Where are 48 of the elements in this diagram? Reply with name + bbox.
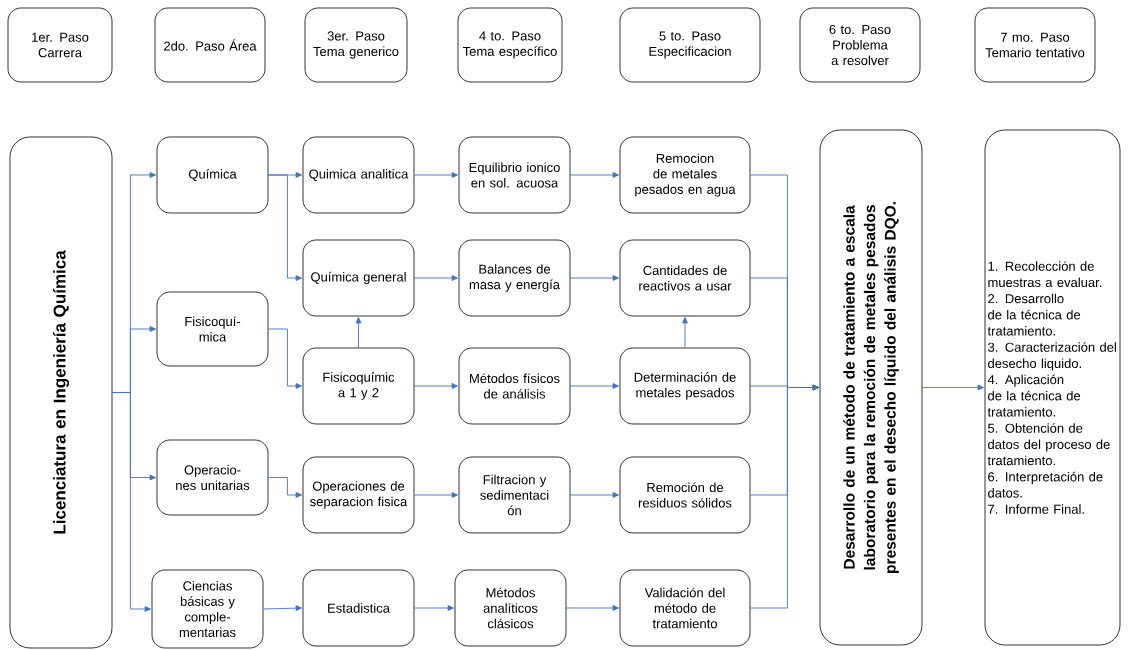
- topic-box: Química general: [302, 239, 415, 317]
- arrow: [682, 317, 688, 349]
- arrow: [569, 172, 619, 178]
- vertical-box: Licenciatura en Ingeniería Química: [9, 136, 113, 649]
- arrow: [921, 384, 984, 391]
- topic-box: Operacio- nes unitarias: [156, 439, 269, 516]
- topic-box: Remocion de metales pesados en agua: [619, 136, 751, 214]
- topic-box: Ciencias básicas y comple- mentarias: [151, 569, 264, 649]
- arrow: [267, 328, 302, 389]
- topic-box: Cantidades de reactivos a usar: [619, 239, 751, 317]
- arrow: [569, 492, 619, 498]
- arrow: [413, 605, 454, 611]
- step-header-box: 6 to. Paso Problema a resolver: [799, 7, 921, 83]
- topic-box: Determinación de metales pesados: [619, 347, 751, 425]
- step-header-box: 5 to. Paso Especificacion: [619, 7, 761, 83]
- topic-box: Remoción de residuos sólidos: [619, 456, 751, 534]
- step-header-box: 4 to. Paso Tema específico: [457, 7, 563, 83]
- topic-box: Filtracion y sedimentaci ón: [458, 456, 571, 534]
- arrow: [262, 605, 302, 612]
- arrow: [749, 384, 819, 609]
- problem-box: Desarrollo de un método de tratamiento a escala laboratorio para la remoción de metales pesados presentes en el desecho líquido del análisis DQO.: [819, 129, 923, 646]
- arrow: [267, 477, 302, 498]
- list-box: 1. Recolección de muestras a evaluar. 2. Desarrollo de la técnica de tratamiento. 3. Caracterización del desecho liquido. 4. Aplicación de la técnica de tratamiento. 5. Obtención de datos del proceso de tratamiento. 6. Interpretación de datos. 7. Informe Final.: [984, 129, 1121, 646]
- topic-box: Química: [156, 136, 269, 214]
- topic-box: Fisicoquí- mica: [156, 291, 269, 367]
- step-header-box: 3er. Paso Tema generico: [304, 7, 408, 83]
- topic-box: Fisicoquímic a 1 y 2: [302, 347, 415, 425]
- arrow: [413, 275, 458, 281]
- topic-box: Operaciones de separacion fisica: [302, 456, 415, 534]
- arrow: [569, 383, 619, 389]
- arrow: [413, 492, 458, 498]
- arrow: [569, 275, 619, 281]
- topic-box: Métodos analíticos clásicos: [454, 569, 567, 647]
- arrow: [413, 383, 458, 389]
- arrow: [111, 392, 151, 612]
- step-header-box: 2do. Paso Área: [154, 7, 266, 83]
- topic-box: Estadistica: [302, 569, 415, 647]
- arrow: [355, 317, 362, 349]
- step-header-box: 7 mo. Paso Temario tentativo: [974, 7, 1096, 83]
- topic-box: Balances de masa y energía: [458, 239, 571, 317]
- topic-box: Validación del método de tratamiento: [619, 569, 751, 647]
- topic-box: Quimica analitica: [302, 136, 415, 214]
- step-header-box: 1er. Paso Carrera: [7, 7, 113, 83]
- topic-box: Equilibrio ionico en sol. acuosa: [458, 136, 571, 214]
- arrow: [413, 172, 458, 178]
- arrow: [267, 174, 302, 281]
- topic-box: Métodos físicos de análisis: [458, 347, 571, 425]
- arrow: [565, 605, 619, 611]
